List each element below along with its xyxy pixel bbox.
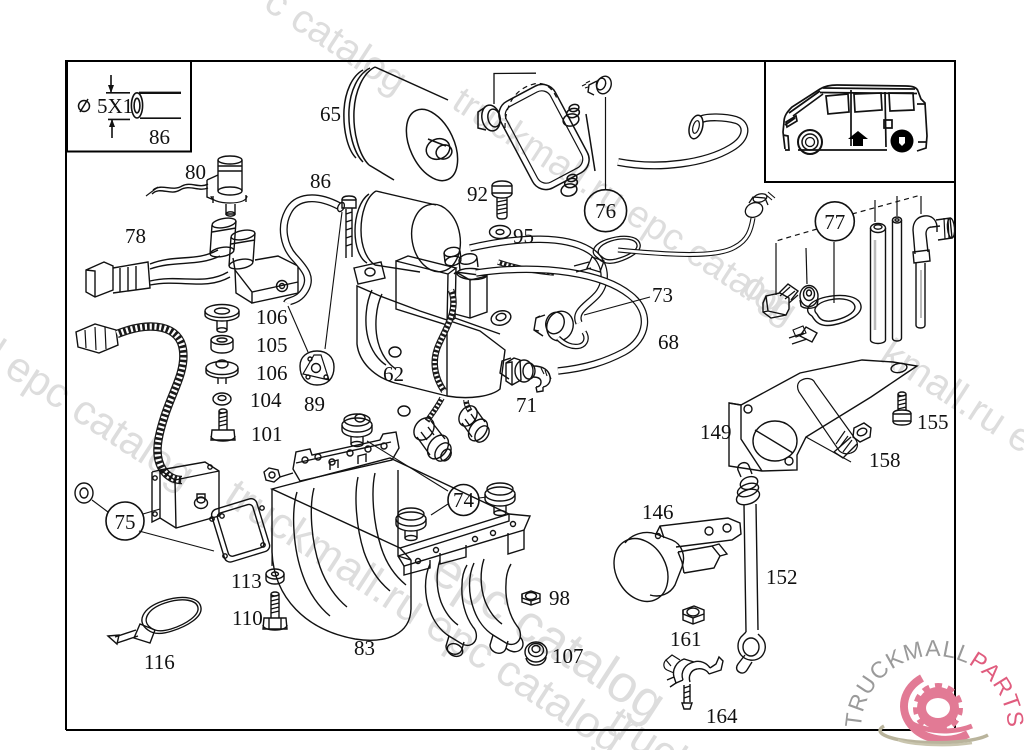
svg-text:68: 68 — [658, 330, 679, 354]
svg-text:116: 116 — [144, 650, 175, 674]
svg-text:149: 149 — [700, 420, 732, 444]
svg-text:98: 98 — [549, 586, 570, 610]
svg-text:86: 86 — [149, 125, 170, 149]
svg-text:113: 113 — [231, 569, 262, 593]
svg-text:86: 86 — [310, 169, 331, 193]
svg-text:95: 95 — [513, 224, 534, 248]
svg-text:80: 80 — [185, 160, 206, 184]
svg-text:75: 75 — [115, 510, 136, 534]
svg-text:62: 62 — [383, 362, 404, 386]
svg-text:74: 74 — [453, 488, 475, 512]
svg-text:106: 106 — [256, 305, 288, 329]
svg-text:89: 89 — [304, 392, 325, 416]
svg-text:5X1: 5X1 — [97, 94, 133, 118]
svg-text:105: 105 — [256, 333, 288, 357]
svg-text:73: 73 — [652, 283, 673, 307]
svg-text:65: 65 — [320, 102, 341, 126]
svg-text:71: 71 — [516, 393, 537, 417]
svg-text:101: 101 — [251, 422, 283, 446]
svg-text:155: 155 — [917, 410, 949, 434]
svg-text:92: 92 — [467, 182, 488, 206]
svg-text:77: 77 — [824, 210, 845, 234]
svg-text:110: 110 — [232, 606, 263, 630]
svg-text:164: 164 — [706, 704, 738, 728]
svg-text:146: 146 — [642, 500, 674, 524]
svg-text:107: 107 — [552, 644, 584, 668]
svg-text:104: 104 — [250, 388, 282, 412]
svg-text:106: 106 — [256, 361, 288, 385]
svg-text:161: 161 — [670, 627, 702, 651]
svg-text:78: 78 — [125, 224, 146, 248]
svg-text:76: 76 — [595, 199, 616, 223]
svg-text:83: 83 — [354, 636, 375, 660]
svg-text:158: 158 — [869, 448, 901, 472]
svg-text:152: 152 — [766, 565, 798, 589]
